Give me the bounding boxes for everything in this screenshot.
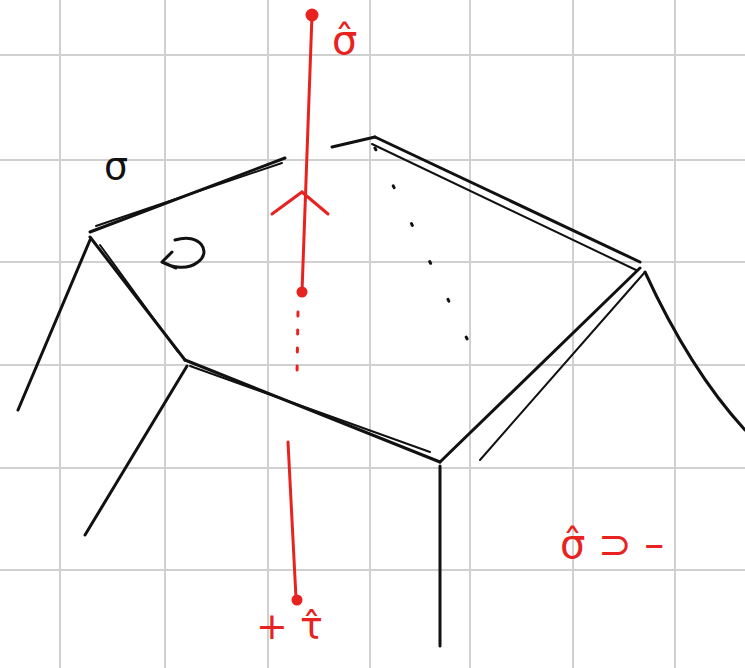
axis-dotted: [297, 312, 298, 375]
axis-dot: [293, 596, 301, 604]
hexagon-edge: [375, 137, 640, 262]
axis-label: + τ̂: [256, 606, 323, 648]
hexagon-edge: [440, 268, 640, 462]
hexagon-leg: [18, 240, 90, 410]
rotation-arrow: [162, 238, 204, 268]
axis-line: [288, 442, 296, 598]
edge-label: σ: [104, 146, 128, 188]
axis-arrowhead: [272, 192, 328, 214]
grid-line: [0, 54, 745, 56]
hexagon-edge: [100, 245, 178, 352]
hidden-line: [375, 148, 470, 345]
grid-line: [59, 0, 61, 668]
hexagon-edge: [480, 272, 645, 460]
hexagon-edge: [332, 137, 375, 147]
red-axis: [272, 10, 328, 604]
hexagon-leg: [85, 366, 187, 535]
grid-line: [369, 0, 371, 668]
grid-line: [267, 0, 269, 668]
hexagon-leg: [645, 272, 745, 430]
hexagon-edge: [185, 360, 440, 462]
axis-line: [302, 15, 312, 292]
hexagon-figure: [18, 137, 745, 646]
axis-dot: [307, 10, 317, 20]
hexagon-leg: [439, 466, 442, 646]
hexagon-edge: [90, 237, 185, 360]
hexagon-edge: [372, 144, 636, 270]
grid-line: [0, 467, 745, 469]
grid-line: [0, 364, 745, 366]
axis-dot: [298, 288, 306, 296]
hexagon-edge: [190, 366, 430, 452]
relation-label: σ̂ ⊃ –: [560, 522, 664, 566]
grid-line: [0, 569, 745, 571]
grid-line: [469, 0, 471, 668]
axis-label: σ̂: [332, 18, 357, 62]
